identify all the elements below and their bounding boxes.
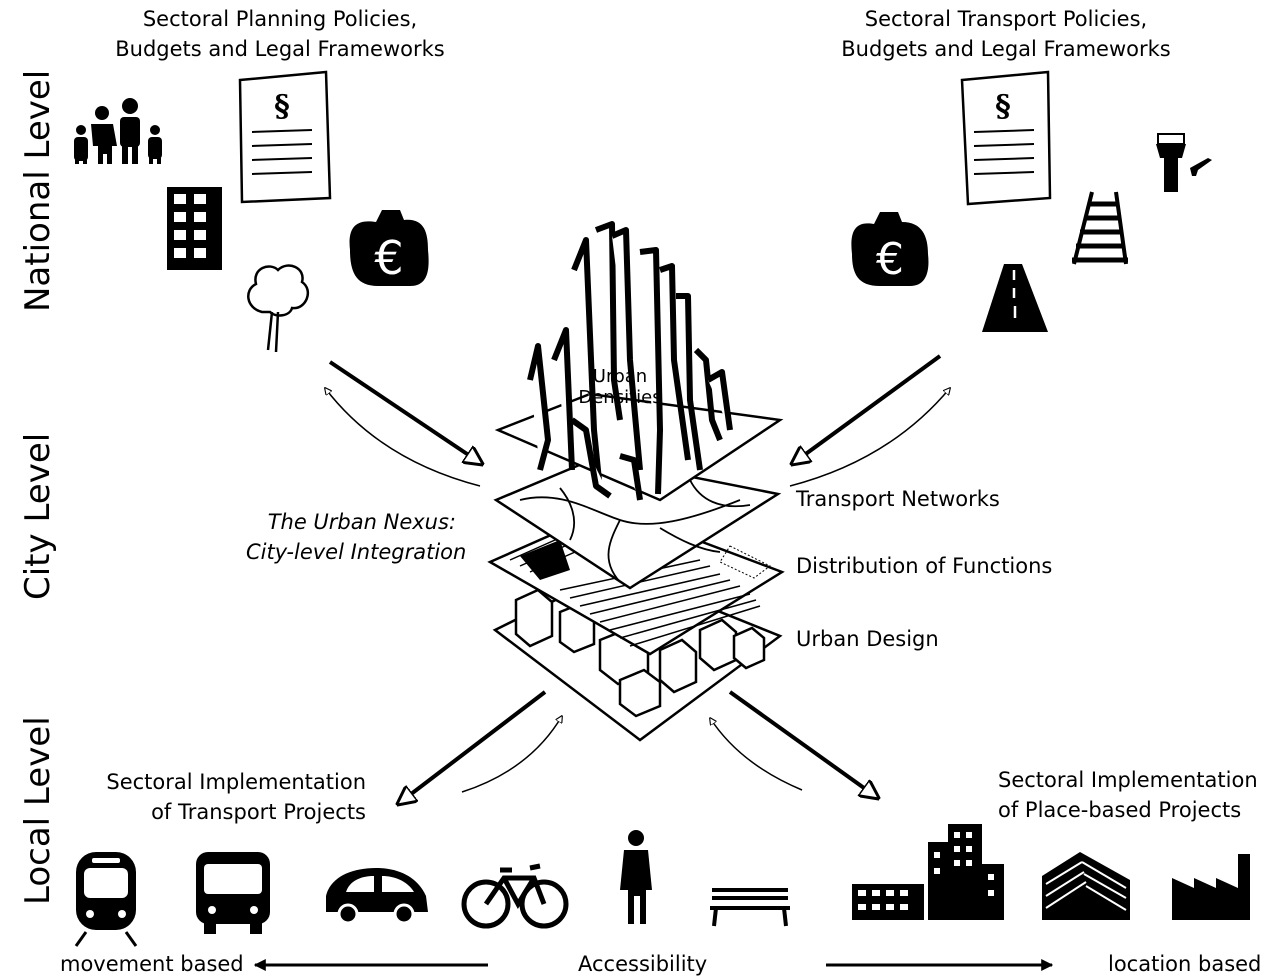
section-symbol: § [995,89,1011,124]
car-icon [326,868,428,925]
arrow-national-left-down [328,360,482,464]
transport-impl-line1: Sectoral Implementation [106,770,366,794]
place-impl-line2: of Place-based Projects [998,798,1242,822]
urban-densities-line1: Urban [592,366,648,387]
railway-icon [1072,191,1128,265]
arrow-national-left-up [325,388,481,487]
bench-icon [710,888,790,927]
urban-nexus-line2: City-level Integration [246,540,467,564]
transport-networks-label: Transport Networks [796,487,1000,511]
planning-policies-title: Sectoral Planning Policies, Budgets and … [100,4,460,64]
family-icon [74,98,162,164]
document-icon: § [238,70,332,204]
urban-nexus-label: The Urban Nexus: City-level Integration [246,507,467,567]
arrow-local-left-up [461,716,562,793]
urban-nexus-line1: The Urban Nexus: [267,510,456,534]
planning-title-line2: Budgets and Legal Frameworks [115,37,445,61]
transport-title-line1: Sectoral Transport Policies, [864,7,1148,31]
section-symbol: § [274,89,290,124]
factory-icon [1172,854,1250,920]
arrow-local-left-down [398,690,547,804]
euro-symbol: € [876,234,904,285]
urban-design-label: Urban Design [796,627,939,651]
transport-title-line2: Budgets and Legal Frameworks [841,37,1171,61]
document-icon: § [960,70,1052,206]
bus-icon [196,852,270,934]
money-bag-icon: € [349,210,429,286]
transport-policies-title: Sectoral Transport Policies, Budgets and… [826,4,1186,64]
urban-densities-label: Urban Densities [560,366,680,408]
arrow-national-right-up [789,388,950,487]
arrow-local-right-down [728,690,878,798]
location-based-label: location based [1108,952,1262,976]
accessibility-label: Accessibility [578,952,708,976]
office-building-icon [1042,852,1130,920]
bicycle-icon [461,863,569,929]
city-buildings-icon [852,824,1004,920]
distribution-of-functions-label: Distribution of Functions [796,554,1053,578]
airport-tower-icon [1156,133,1212,192]
tree-icon [247,264,310,353]
transport-networks-layer [493,456,782,590]
place-implementation-label: Sectoral Implementation of Place-based P… [998,765,1258,825]
place-impl-line1: Sectoral Implementation [998,768,1258,792]
transport-implementation-label: Sectoral Implementation of Transport Pro… [100,767,366,827]
pedestrian-icon [620,830,652,924]
flow-arrows [325,354,950,804]
euro-symbol: € [374,231,403,285]
transport-impl-line2: of Transport Projects [151,800,366,824]
planning-title-line1: Sectoral Planning Policies, [142,7,418,31]
movement-based-label: movement based [60,952,244,976]
arrow-national-right-down [792,354,942,464]
train-icon [74,852,138,947]
arrow-local-right-up [710,718,803,791]
urban-densities-line2: Densities [578,387,662,408]
road-icon [982,264,1048,332]
money-bag-icon: € [851,212,929,286]
urban-densities-layer [494,221,784,502]
apartment-building-icon [167,187,222,270]
